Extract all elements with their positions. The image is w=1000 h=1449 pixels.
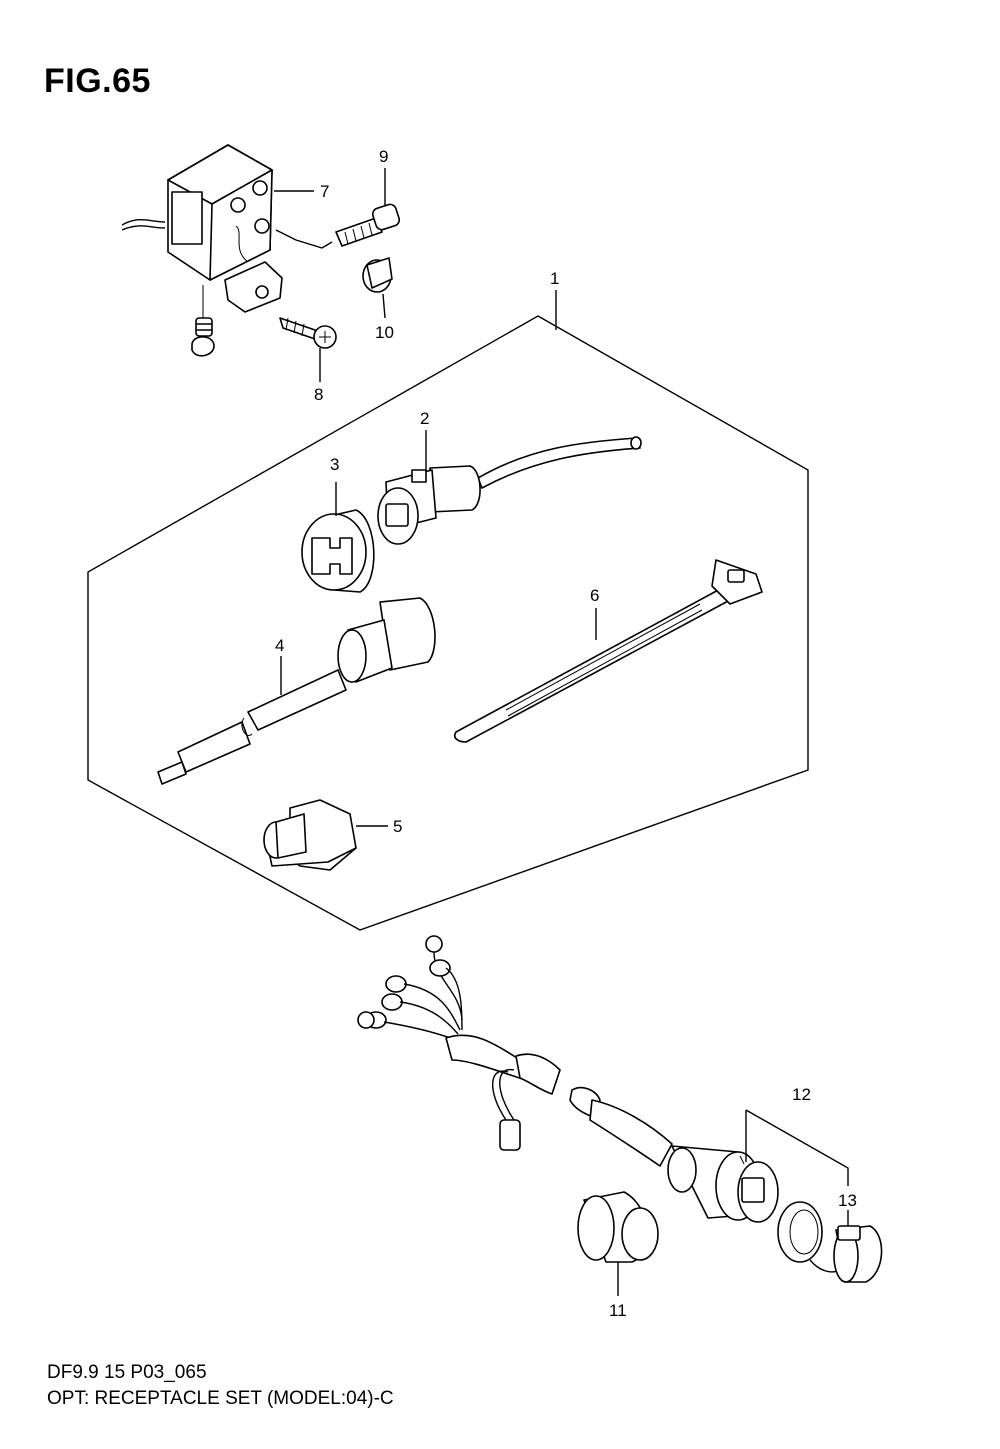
part-11-plug[interactable] (577, 1191, 659, 1263)
callout-2: 2 (420, 409, 429, 428)
part-2-connector[interactable] (377, 436, 642, 545)
callout-8: 8 (314, 385, 323, 404)
callout-3: 3 (330, 455, 339, 474)
part-3-cap[interactable] (301, 509, 375, 593)
kit-outline (87, 315, 809, 931)
callout-7: 7 (320, 182, 329, 201)
callout-10: 10 (375, 323, 394, 342)
callout-13: 13 (838, 1191, 857, 1210)
part-6-cable-tie[interactable] (453, 559, 763, 743)
callout-1: 1 (550, 269, 559, 288)
figure-caption: OPT: RECEPTACLE SET (MODEL:04)-C (47, 1388, 394, 1409)
part-9-screw[interactable] (275, 203, 401, 249)
part-10-collar[interactable] (362, 257, 393, 293)
callout-11: 11 (609, 1301, 627, 1320)
figure-code: DF9.9 15 P03_065 (47, 1362, 207, 1383)
figure-title: FIG.65 (44, 62, 151, 100)
harness-assembly[interactable] (357, 935, 779, 1223)
callout-9: 9 (379, 147, 388, 166)
part-7-bracket[interactable] (121, 144, 283, 313)
part-8-screw[interactable] (279, 317, 337, 349)
callout-4: 4 (275, 636, 284, 655)
callout-5: 5 (393, 817, 402, 836)
part-4-lead[interactable] (157, 597, 436, 785)
small-screw (191, 285, 215, 357)
leader-lines (274, 168, 849, 1296)
callout-12: 12 (792, 1085, 811, 1104)
part-13-cap[interactable] (777, 1201, 883, 1283)
callout-6: 6 (590, 586, 599, 605)
part-5-grommet[interactable] (263, 799, 357, 871)
